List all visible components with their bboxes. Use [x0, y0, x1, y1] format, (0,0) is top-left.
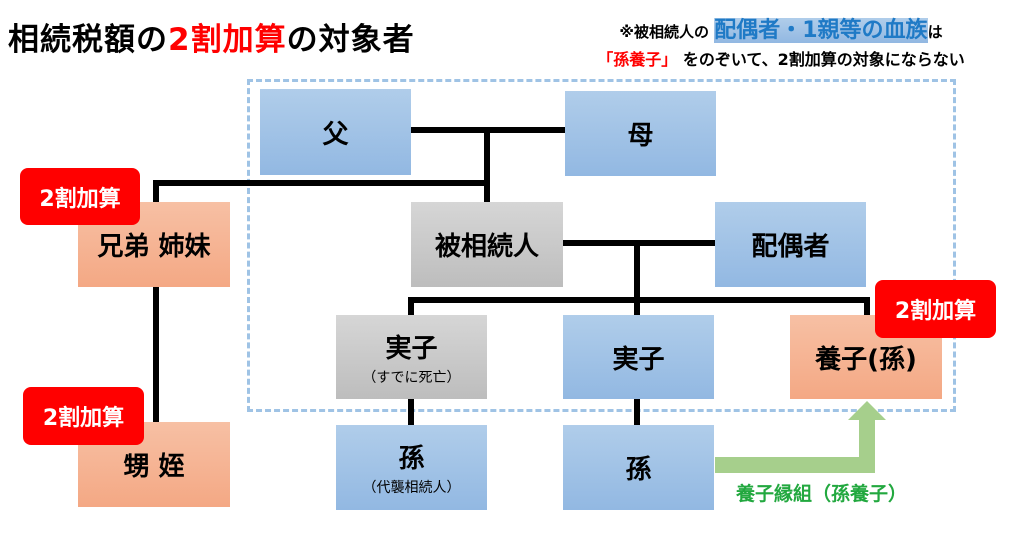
page-title: 相続税額の2割加算の対象者	[8, 22, 415, 58]
children-drop	[634, 240, 640, 300]
first-degree-region	[247, 79, 956, 412]
badge-adopted-grandchild: 2割加算	[875, 280, 996, 338]
adoption-label: 養子縁組（孫養子）	[736, 483, 908, 505]
node-child: 実子	[563, 315, 714, 399]
badge-nephew-niece: 2割加算	[23, 387, 144, 445]
badge-siblings: 2割加算	[20, 168, 140, 225]
child1-drop	[408, 297, 414, 315]
adoption-arrow-head	[848, 401, 886, 420]
parents-drop	[484, 127, 490, 203]
node-decedent: 被相続人	[411, 202, 563, 287]
siblings-line	[153, 180, 490, 186]
grandchild1-line	[408, 399, 414, 426]
child2-drop	[634, 297, 640, 315]
siblings-drop	[153, 180, 159, 204]
node-grandchild: 孫	[563, 425, 714, 510]
grandchild2-line	[634, 399, 640, 426]
node-father: 父	[260, 89, 411, 175]
node-spouse: 配偶者	[715, 202, 866, 287]
siblings-nephew-line	[153, 287, 159, 423]
note: ※被相続人の 配偶者・1親等の血族は 「孫養子」 をのぞいて、2割加算の対象にな…	[597, 18, 965, 69]
adoption-arrow-vertical	[859, 418, 875, 473]
adopted-drop	[864, 297, 870, 315]
node-mother: 母	[565, 91, 716, 176]
node-adopted-grandchild: 養子(孫)	[790, 315, 942, 399]
adoption-arrow-horizontal	[715, 457, 875, 473]
node-child-deceased: 実子（すでに死亡）	[336, 315, 487, 399]
node-grandchild-representative: 孫（代襲相続人）	[336, 425, 487, 510]
